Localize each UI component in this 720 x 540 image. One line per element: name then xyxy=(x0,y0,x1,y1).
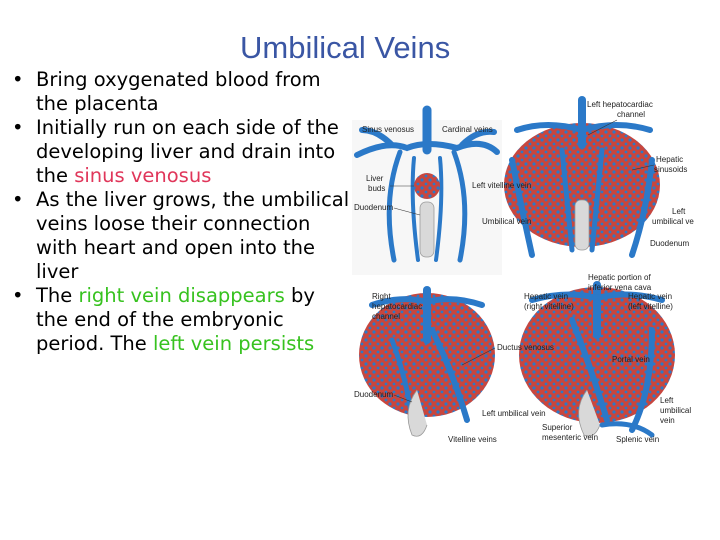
label-left-umbilical-side-2: umbilical xyxy=(660,406,691,415)
label-vitelline-veins: Vitelline veins xyxy=(448,435,497,444)
label-left-umbilical-side-1: Left xyxy=(660,396,674,405)
umbilical-vein-left-side xyxy=(629,157,655,258)
duodenum-loop xyxy=(407,389,428,437)
label-superior-mesenteric-2: mesenteric vein xyxy=(542,433,598,442)
label-right-hepatocardiac-1: Right xyxy=(372,292,391,301)
bullet-item: Initially run on each side of the develo… xyxy=(10,116,350,188)
label-right-hepatocardiac-2: hepatocardiac xyxy=(372,302,422,311)
splenic-vein xyxy=(599,421,655,438)
bullet-text-segment: Initially run on each side of the develo… xyxy=(36,116,339,187)
diagram-svg: Left hepatocardiac channel Sinus venosus… xyxy=(352,96,694,444)
label-sinus-venosus: Sinus venosus xyxy=(362,125,414,134)
label-left-hepatocardiac-2: channel xyxy=(617,110,645,119)
top-diagram xyxy=(352,96,660,275)
label-hepatic-sinusoids-1: Hepatic xyxy=(656,155,683,164)
left-umbilical-vein-bottom xyxy=(629,327,655,433)
label-left-umbilical-top-1: Left xyxy=(672,207,686,216)
label-ductus-venosus: Ductus venosus xyxy=(497,343,554,352)
label-hepatic-portion-ivc-1: Hepatic portion of xyxy=(588,273,651,282)
label-liver-buds-2: buds xyxy=(368,184,385,193)
label-left-umbilical-side-3: vein xyxy=(660,416,675,425)
right-umbilical-vein-top xyxy=(386,149,403,263)
bottom-diagram xyxy=(359,281,675,438)
ductus-venosus xyxy=(429,327,470,423)
label-splenic-vein: Splenic vein xyxy=(616,435,659,444)
label-right-hepatocardiac-3: channel xyxy=(372,312,400,321)
left-umbilical-vein-top xyxy=(451,149,468,263)
liver-buds xyxy=(414,173,440,199)
label-portal-vein: Portal vein xyxy=(612,355,650,364)
bullet-item: The right vein disappears by the end of … xyxy=(10,284,350,356)
label-cardinal-veins: Cardinal veins xyxy=(442,125,493,134)
label-liver-buds-1: Liver xyxy=(366,174,384,183)
label-hepatic-vein-left-2: (left vitelline) xyxy=(628,302,673,311)
duodenum-gut xyxy=(419,201,435,258)
label-duodenum-bottom: Duodenum xyxy=(354,390,393,399)
label-left-umbilical-top-2: umbilical vein xyxy=(652,217,694,226)
umbilical-vein-right-side xyxy=(509,157,535,258)
bullet-text-segment: sinus venosus xyxy=(74,164,212,187)
bullet-text-segment: The xyxy=(36,284,79,307)
diagram-labels: Left hepatocardiac channel Sinus venosus… xyxy=(354,100,694,444)
bullet-text-segment: As the liver grows, the umbilical veins … xyxy=(36,188,350,283)
bullet-text-segment: right vein disappears xyxy=(78,284,285,307)
liver-stage2 xyxy=(504,123,660,247)
label-hepatic-portion-ivc-2: inferior vena cava xyxy=(588,283,652,292)
liver-stage4 xyxy=(519,287,675,423)
bullet-item: As the liver grows, the umbilical veins … xyxy=(10,188,350,284)
label-duodenum-right: Duodenum xyxy=(650,239,689,248)
label-left-umbilical-bottom: Left umbilical vein xyxy=(482,409,546,418)
label-hepatic-vein-right-1: Hepatic vein xyxy=(524,292,568,301)
label-superior-mesenteric-1: Superior xyxy=(542,423,573,432)
bullet-item: Bring oxygenated blood from the placenta xyxy=(10,68,350,116)
label-left-vitelline-vein: Left vitelline vein xyxy=(472,181,531,190)
label-hepatic-vein-right-2: (right vitelline) xyxy=(524,302,574,311)
label-hepatic-sinusoids-2: sinusoids xyxy=(654,165,687,174)
label-duodenum-top: Duodenum xyxy=(354,203,393,212)
slide-title: Umbilical Veins xyxy=(240,30,451,65)
label-umbilical-vein: Umbilical vein xyxy=(482,217,531,226)
bullet-list: Bring oxygenated blood from the placenta… xyxy=(10,68,350,356)
umbilical-veins-diagram: Left hepatocardiac channel Sinus venosus… xyxy=(332,90,694,452)
bullet-text-segment: by the end of the embryonic period. The xyxy=(36,284,315,355)
bullet-text-segment: left vein persists xyxy=(152,332,315,355)
label-left-hepatocardiac-1: Left hepatocardiac xyxy=(587,100,653,109)
liver-stage3 xyxy=(359,293,495,417)
bullet-text-segment: Bring oxygenated blood from the placenta xyxy=(36,68,321,115)
label-hepatic-vein-left-1: Hepatic vein xyxy=(628,292,672,301)
